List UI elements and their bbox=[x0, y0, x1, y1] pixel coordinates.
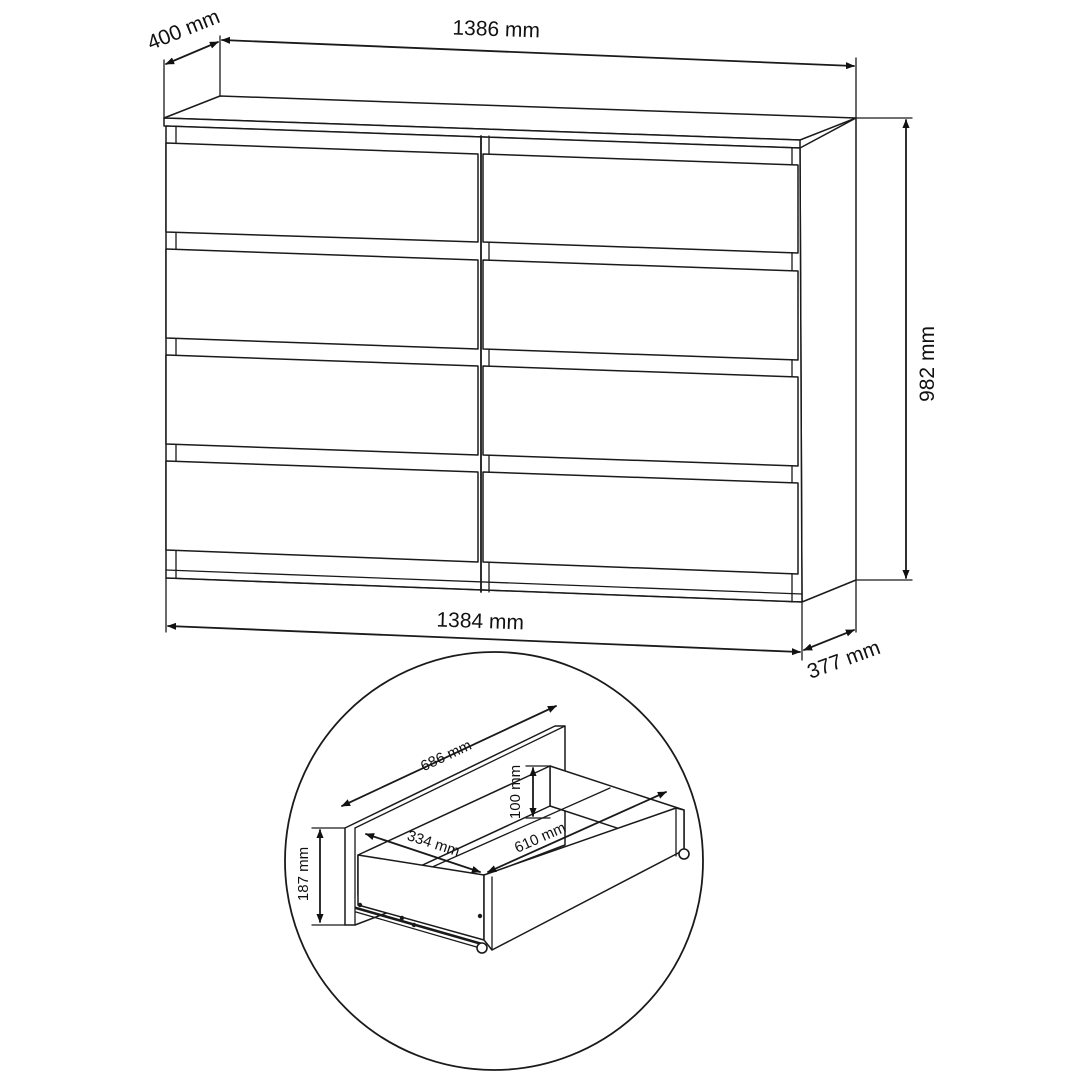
width-top-arrow bbox=[221, 36, 855, 70]
inner-width-arrow bbox=[365, 833, 481, 873]
detail-circle bbox=[284, 651, 704, 1071]
width-bottom-arrow bbox=[167, 622, 801, 656]
drawer-front-left-2 bbox=[165, 248, 479, 350]
drawer-front-right-2 bbox=[482, 259, 799, 361]
runner-wheel-front bbox=[476, 942, 488, 954]
depth-bottom-arrow bbox=[803, 629, 855, 651]
depth-top-arrow bbox=[165, 41, 219, 65]
label-depth-bottom: 377 mm bbox=[804, 636, 883, 684]
runner-wheel-back bbox=[678, 848, 690, 860]
label-height: 982 mm bbox=[916, 326, 939, 402]
drawer-front-right-4 bbox=[482, 471, 799, 575]
dresser-dimensions: 400 mm 1386 mm 982 mm 1384 mm 377 mm bbox=[144, 5, 939, 684]
label-depth-top: 400 mm bbox=[144, 5, 223, 55]
label-width-bottom: 1384 mm bbox=[436, 608, 524, 634]
drawer-front-left-4 bbox=[165, 460, 479, 563]
front-width-arrow bbox=[341, 705, 557, 807]
drawer-front-right-3 bbox=[482, 365, 799, 467]
label-width-top: 1386 mm bbox=[452, 16, 540, 42]
dresser-drawing bbox=[163, 95, 857, 603]
label-front-height: 187 mm bbox=[295, 847, 312, 901]
drawer-detail: 686 mm 187 mm 100 mm 334 mm 610 mm bbox=[284, 651, 704, 1071]
label-inner-height: 100 mm bbox=[507, 765, 524, 819]
dresser-side-panel bbox=[799, 117, 857, 603]
drawer-front-left-1 bbox=[165, 142, 479, 243]
drawer-front-right-1 bbox=[482, 153, 799, 254]
drawer-runner bbox=[354, 906, 484, 946]
inner-depth-arrow bbox=[487, 791, 667, 873]
drawer-front-left-3 bbox=[165, 354, 479, 456]
